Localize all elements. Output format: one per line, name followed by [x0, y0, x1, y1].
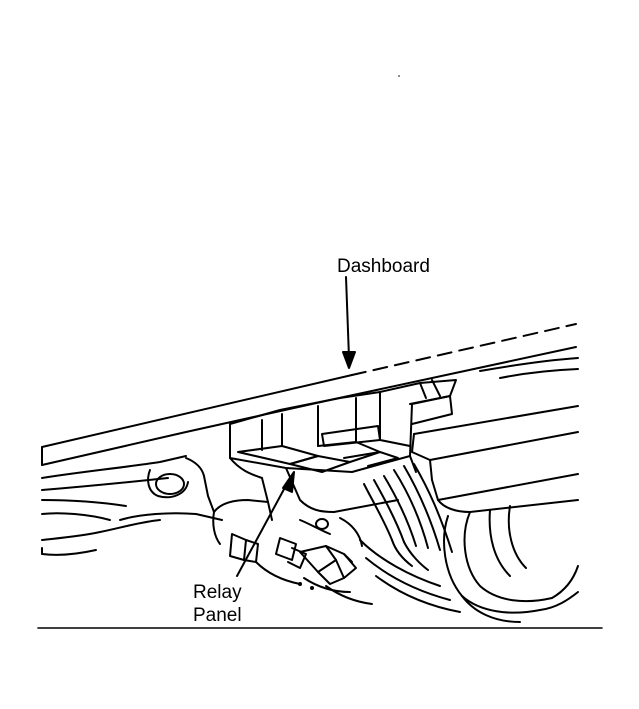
speck — [398, 75, 400, 77]
wiring-loom — [359, 463, 461, 613]
relay-panel-label-line2: Panel — [193, 605, 242, 626]
relay-panel-label-line1: Relay — [193, 582, 242, 603]
dashboard-arrow — [342, 276, 356, 369]
left-support-beam — [41, 455, 223, 556]
dashboard-label: Dashboard — [337, 256, 430, 277]
relay-panel — [229, 379, 457, 479]
right-console-module — [411, 405, 579, 623]
wiring-connectors — [229, 533, 373, 605]
dashboard-panel — [41, 323, 579, 466]
mounting-bracket — [212, 467, 399, 547]
